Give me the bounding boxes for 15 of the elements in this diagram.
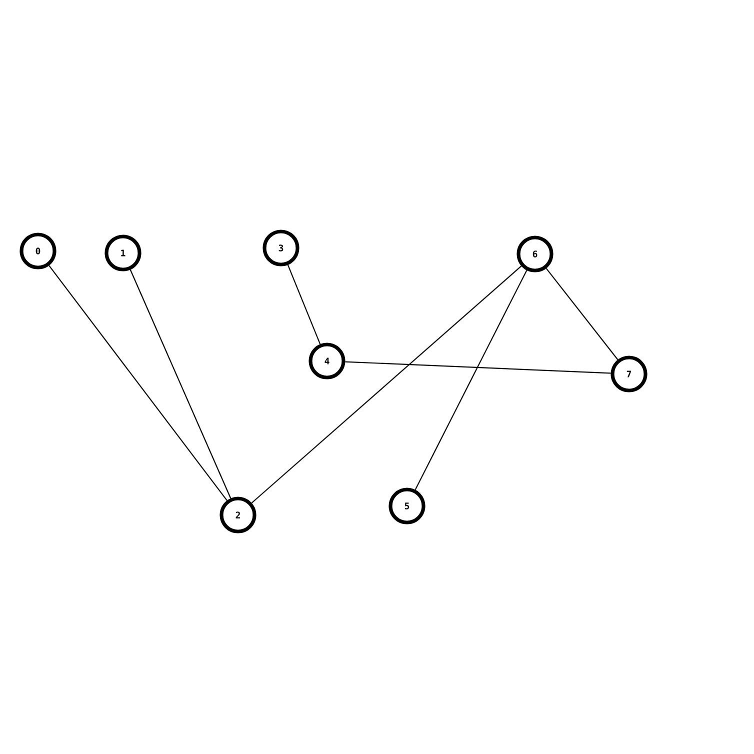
edge-line — [345, 361, 611, 374]
graph-vertex: 4 — [308, 342, 346, 380]
graph-vertex: 7 — [610, 356, 648, 392]
graph-vertex: 2 — [220, 496, 256, 534]
edge-line — [287, 264, 321, 344]
graph-vertex: 3 — [262, 230, 300, 266]
edge-line — [48, 265, 228, 501]
edge-line — [251, 266, 522, 504]
edge-line — [546, 268, 618, 360]
edge-line — [130, 270, 232, 498]
edge-line — [414, 270, 528, 490]
graph-vertex: 6 — [516, 236, 554, 272]
graph-vertex: 1 — [104, 234, 142, 272]
graph-vertex: 5 — [388, 488, 426, 524]
graph-vertex: 0 — [20, 232, 56, 270]
